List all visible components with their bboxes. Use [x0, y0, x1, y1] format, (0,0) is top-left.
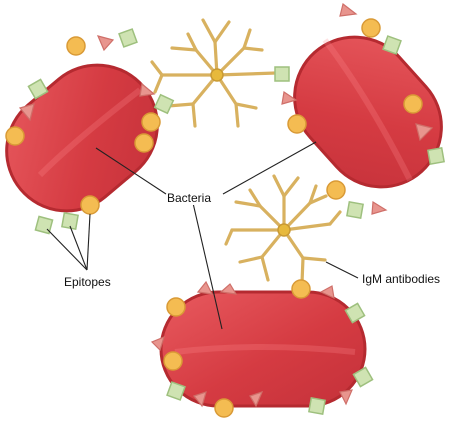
epitope-square: [274, 66, 290, 82]
epitope-round: [166, 297, 186, 317]
epitope-round: [134, 133, 154, 153]
epitope-round: [66, 36, 86, 56]
epitope-round: [80, 195, 100, 215]
epitope-round: [403, 94, 423, 114]
epitope-round: [287, 114, 307, 134]
epitope-triangle: [139, 82, 156, 97]
epitope-triangle: [339, 2, 358, 17]
epitope-square: [308, 397, 326, 415]
label-igm-antibodies: IgM antibodies: [362, 272, 441, 286]
leader-line-epitope-3: [86, 213, 91, 271]
leader-line-epitope-2: [69, 225, 88, 271]
epitope-round: [214, 398, 234, 418]
epitope-square: [153, 93, 175, 115]
leader-line-bacteria-bottom: [192, 202, 223, 330]
epitope-triangle: [219, 283, 238, 295]
leader-lines: [46, 141, 359, 330]
epitope-triangle: [150, 335, 165, 352]
triangle-epitopes: [18, 2, 434, 408]
leader-line-bacteria-right: [222, 141, 317, 195]
epitope-round: [361, 18, 381, 38]
epitope-square: [352, 366, 374, 388]
epitope-triangle: [96, 35, 115, 52]
label-epitopes: Epitopes: [64, 275, 111, 289]
epitope-triangle: [339, 389, 353, 406]
label-bacteria: Bacteria: [167, 191, 212, 205]
epitope-square: [346, 201, 364, 219]
epitope-square: [61, 212, 79, 230]
round-epitopes: [5, 18, 423, 418]
epitope-triangle: [249, 391, 264, 408]
epitope-triangle: [18, 103, 35, 122]
epitope-triangle: [192, 391, 207, 408]
leader-line-igm: [325, 261, 359, 279]
bacterium-upper-right: [293, 35, 443, 189]
epitope-round: [163, 351, 183, 371]
bacterium-bottom: [159, 290, 367, 408]
epitope-square: [382, 35, 402, 55]
epitope-triangle: [196, 280, 214, 295]
epitope-triangle: [415, 123, 434, 142]
epitope-square: [34, 215, 54, 235]
epitope-triangle: [281, 90, 298, 105]
epitope-square: [427, 147, 445, 165]
leader-line-bacteria-left: [95, 147, 167, 195]
epitope-square: [118, 28, 138, 48]
epitope-triangle: [319, 285, 335, 300]
leader-line-epitope-1: [46, 228, 88, 271]
epitope-square: [166, 381, 186, 401]
igm-antibody-middle: [224, 174, 342, 285]
epitope-round: [291, 279, 311, 299]
epitope-round: [141, 112, 161, 132]
epitope-square: [344, 302, 366, 324]
epitope-square: [27, 78, 49, 100]
epitope-round: [5, 126, 25, 146]
epitope-round: [326, 180, 346, 200]
epitope-triangle: [371, 200, 388, 215]
igm-antibody-top: [150, 18, 278, 128]
square-epitopes: [27, 28, 445, 415]
